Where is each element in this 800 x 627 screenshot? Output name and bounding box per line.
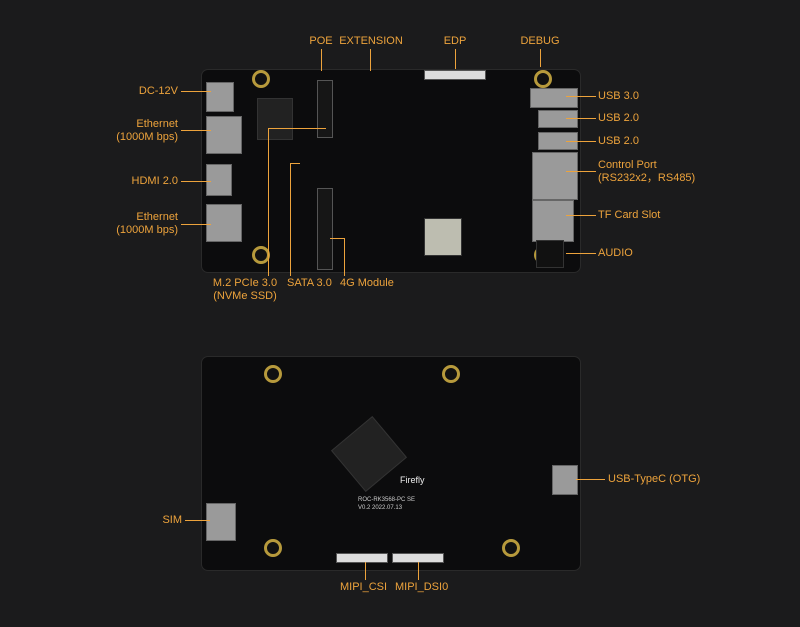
label-audio: AUDIO: [598, 247, 633, 259]
leader-line: [321, 49, 322, 71]
label-4g-module: 4G Module: [340, 277, 394, 289]
leader-line: [566, 96, 596, 97]
label-usb2-a: USB 2.0: [598, 112, 639, 124]
leader-line: [566, 118, 596, 119]
leader-line: [566, 253, 596, 254]
leader-line: [365, 562, 366, 580]
board-version: V0.2 2022.07.13: [358, 505, 403, 511]
label-ethernet-2: Ethernet(1000M bps): [90, 211, 178, 237]
mount-hole: [264, 539, 282, 557]
label-line: M.2 PCIe 3.0: [212, 277, 278, 289]
leader-line: [268, 128, 326, 129]
usb3-port: [530, 88, 578, 108]
label-usb2-b: USB 2.0: [598, 135, 639, 147]
label-mipi-csi: MIPI_CSI: [340, 581, 388, 593]
mount-hole: [502, 539, 520, 557]
leader-line: [268, 128, 269, 276]
label-ethernet-1: Ethernet(1000M bps): [90, 118, 178, 144]
edp-connector: [424, 70, 486, 80]
leader-line: [576, 479, 605, 480]
mount-hole: [534, 70, 552, 88]
label-usb3: USB 3.0: [598, 90, 639, 102]
hdmi-port: [206, 164, 232, 196]
leader-line: [370, 49, 371, 71]
label-line: (1000M bps): [116, 131, 178, 143]
label-tf-card: TF Card Slot: [598, 209, 661, 221]
control-port: [532, 152, 578, 200]
board-model: ROC-RK3568-PC SE: [358, 497, 416, 503]
leader-line: [455, 49, 456, 69]
chip: [257, 98, 293, 140]
mount-hole: [264, 365, 282, 383]
board-brand: Firefly: [400, 475, 425, 485]
label-sata: SATA 3.0: [287, 277, 332, 289]
board-front: [202, 70, 580, 272]
label-line: Control Port: [598, 159, 657, 171]
label-line: (RS232x2，RS485): [598, 172, 696, 184]
leader-line: [566, 215, 596, 216]
mount-hole: [252, 70, 270, 88]
board-back: Firefly ROC-RK3568-PC SE V0.2 2022.07.13: [202, 357, 580, 570]
4g-slot: [317, 188, 333, 270]
leader-line: [344, 238, 345, 276]
leader-line: [566, 171, 596, 172]
leader-line: [290, 163, 300, 164]
label-poe: POE: [309, 35, 333, 47]
leader-line: [540, 49, 541, 67]
leader-line: [418, 562, 419, 580]
leader-line: [566, 141, 596, 142]
leader-line: [181, 181, 211, 182]
chip: [424, 218, 462, 256]
m2-slot: [317, 80, 333, 138]
tf-slot: [532, 200, 574, 242]
label-control-port: Control Port(RS232x2，RS485): [598, 159, 695, 185]
label-debug: DEBUG: [520, 35, 560, 47]
label-line: Ethernet: [136, 118, 178, 130]
typec-port: [552, 465, 578, 495]
leader-line: [181, 224, 211, 225]
usb2-port: [538, 110, 578, 128]
leader-line: [181, 130, 211, 131]
leader-line: [290, 163, 291, 276]
leader-line: [181, 91, 211, 92]
mount-hole: [442, 365, 460, 383]
sim-slot: [206, 503, 236, 541]
ethernet-port: [206, 116, 242, 154]
label-m2-pcie: M.2 PCIe 3.0(NVMe SSD): [210, 277, 280, 303]
ethernet-port: [206, 204, 242, 242]
leader-line: [185, 520, 210, 521]
mipi-csi-connector: [336, 553, 388, 563]
dc-jack: [206, 82, 234, 112]
label-line: (NVMe SSD): [213, 290, 277, 302]
label-extension: EXTENSION: [339, 35, 403, 47]
label-line: (1000M bps): [116, 224, 178, 236]
label-sim: SIM: [162, 514, 182, 526]
label-line: Ethernet: [136, 211, 178, 223]
label-usb-typec: USB-TypeC (OTG): [608, 473, 701, 485]
label-dc-12v: DC-12V: [138, 85, 178, 97]
label-mipi-dsi0: MIPI_DSI0: [395, 581, 449, 593]
soc-chip: [330, 415, 408, 493]
label-hdmi: HDMI 2.0: [131, 175, 178, 187]
leader-line: [330, 238, 345, 239]
audio-jack: [536, 240, 564, 268]
label-edp: EDP: [443, 35, 467, 47]
